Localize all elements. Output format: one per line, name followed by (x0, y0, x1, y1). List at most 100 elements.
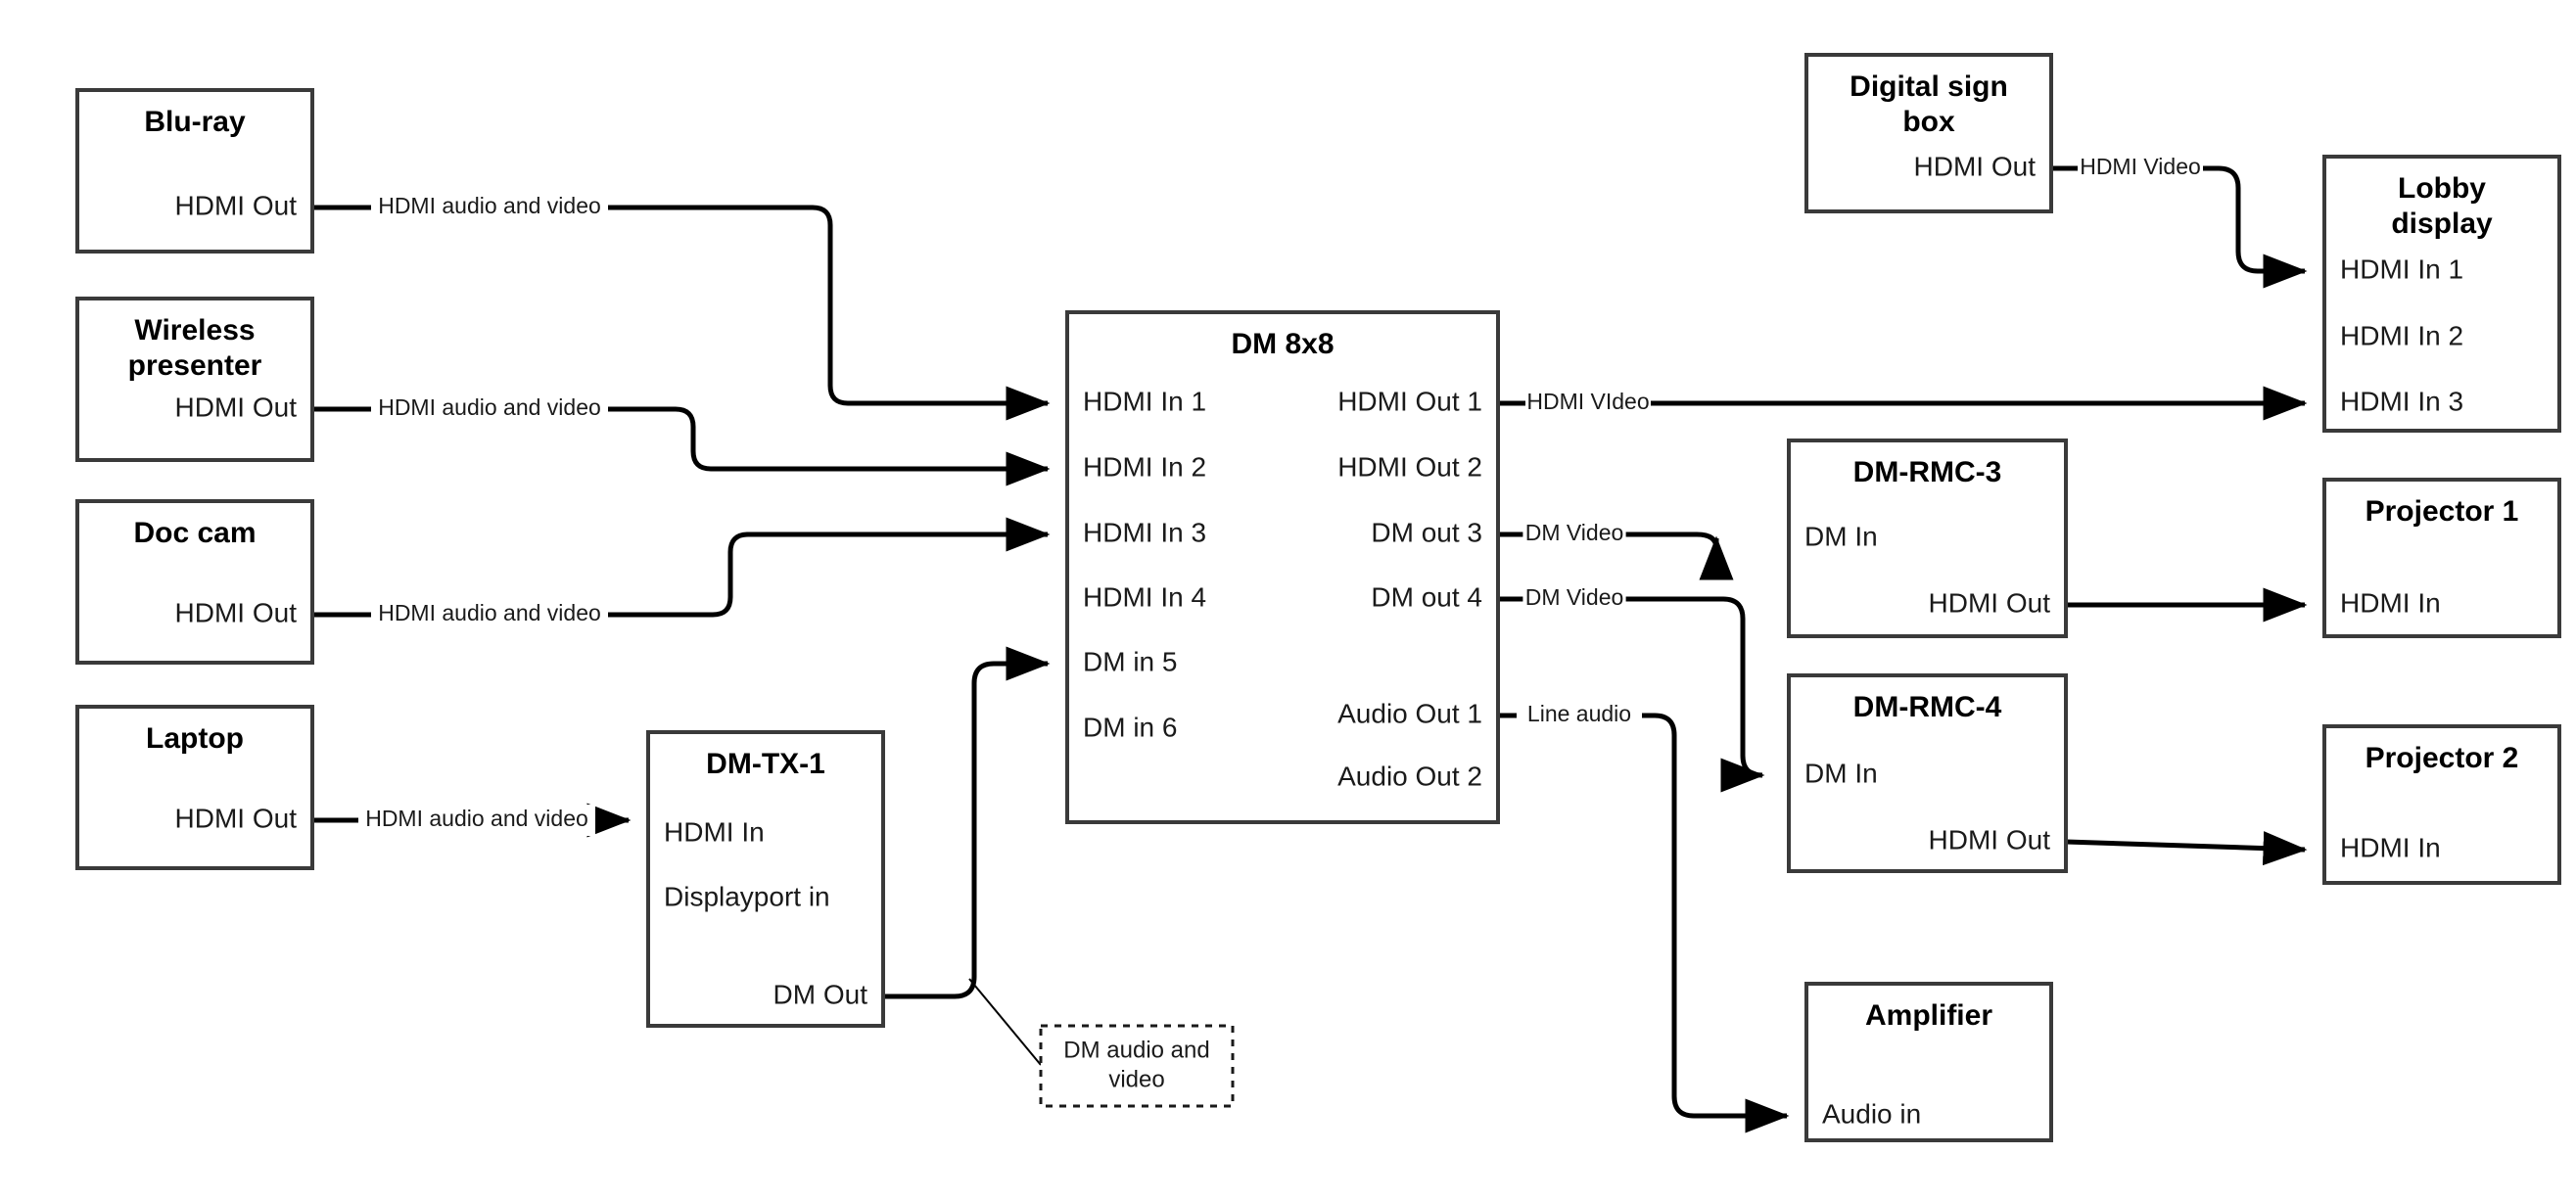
link-label-backdrop (1517, 700, 1642, 731)
node-box (646, 730, 885, 1028)
link-path (2065, 831, 2308, 866)
link-dm8x8-dmout3-to-rmc3: DM Video (1498, 519, 1734, 580)
node-title: Doc cam (133, 517, 256, 549)
port-label-hdmi-out: HDMI Out (175, 597, 298, 627)
node-title: DM-RMC-4 (1853, 691, 2002, 723)
link-path (2051, 165, 2308, 289)
port-label-hdmi-in: HDMI In (664, 816, 765, 847)
node-title: DM-RMC-3 (1853, 456, 2002, 488)
link-laptop-to-dmtx1: HDMI audio and video (312, 803, 632, 838)
link-path (883, 646, 1051, 999)
port-label-audio-out-2: Audio Out 2 (1337, 761, 1482, 791)
port-label-hdmi-in: HDMI In (2340, 832, 2441, 862)
link-doccam-to-dm8x8: HDMI audio and video (312, 517, 1051, 630)
port-label-hdmi-in-2: HDMI In 2 (2340, 320, 2463, 350)
port-label-dm-in: DM In (1804, 521, 1878, 551)
link-label-hdmi-video: HDMI VIdeo (1526, 389, 1649, 414)
port-label-hdmi-out: HDMI Out (175, 803, 298, 833)
port-label-hdmi-out: HDMI Out (1929, 587, 2051, 618)
link-label-hdmi-audio-and-video: HDMI audio and video (365, 806, 588, 831)
node-title: Lobby (2398, 172, 2486, 205)
node-dm-rmc-3[interactable]: DM-RMC-3 DM In HDMI Out (1787, 439, 2068, 638)
node-box (1804, 53, 2053, 213)
node-projector-1[interactable]: Projector 1 HDMI In (2322, 478, 2561, 638)
link-label-backdrop (2078, 153, 2203, 184)
link-wireless-to-dm8x8: HDMI audio and video (312, 393, 1051, 486)
node-title: DM-TX-1 (706, 748, 825, 780)
node-title: Projector 1 (2365, 495, 2519, 528)
link-label-hdmi-audio-and-video: HDMI audio and video (378, 193, 601, 218)
node-title: presenter (128, 349, 262, 382)
node-box (2322, 155, 2561, 433)
port-label-hdmi-out: HDMI Out (1914, 151, 2037, 181)
link-path (312, 205, 1051, 421)
port-label-hdmi-in-3: HDMI In 3 (2340, 386, 2463, 416)
node-projector-2[interactable]: Projector 2 HDMI In (2322, 724, 2561, 885)
node-box (75, 705, 314, 870)
port-label-dm-in: DM In (1804, 758, 1878, 788)
link-label-backdrop (371, 599, 608, 630)
node-box (1787, 673, 2068, 873)
link-label-dm-video: DM Video (1525, 520, 1624, 545)
node-dm-rmc-4[interactable]: DM-RMC-4 DM In HDMI Out (1787, 673, 2068, 873)
port-label-dm-out-3: DM out 3 (1371, 517, 1482, 547)
link-path (312, 517, 1051, 618)
link-label-backdrop (1525, 388, 1651, 419)
port-label-dm-in-6: DM in 6 (1083, 712, 1177, 742)
port-label-hdmi-in-1: HDMI In 1 (2340, 254, 2463, 284)
node-title: Amplifier (1865, 999, 1992, 1032)
link-bluray-to-dm8x8: HDMI audio and video (312, 192, 1051, 421)
node-title: box (1902, 106, 1955, 138)
node-box (2322, 724, 2561, 885)
port-label-hdmi-in-4: HDMI In 4 (1083, 581, 1206, 612)
port-label-audio-in: Audio in (1822, 1098, 1921, 1129)
link-rmc4-to-projector2 (2065, 831, 2308, 866)
port-label-dm-in-5: DM in 5 (1083, 646, 1177, 676)
node-box (1065, 310, 1500, 824)
node-title: Projector 2 (2365, 742, 2519, 774)
port-label-hdmi-in: HDMI In (2340, 587, 2441, 618)
link-label-hdmi-video: HDMI Video (2080, 154, 2201, 179)
port-label-hdmi-out: HDMI Out (175, 392, 298, 422)
port-label-hdmi-in-3: HDMI In 3 (1083, 517, 1206, 547)
link-path (1498, 596, 1765, 793)
node-title: Wireless (134, 314, 255, 346)
node-title: Blu-ray (144, 106, 246, 138)
node-title: Laptop (146, 722, 244, 755)
node-box (1787, 439, 2068, 638)
node-box (2322, 478, 2561, 638)
link-dm8x8-hdmiout1-to-lobby: HDMI VIdeo (1498, 386, 2308, 421)
link-label-hdmi-audio-and-video: HDMI audio and video (378, 600, 601, 625)
link-label-backdrop (371, 393, 608, 425)
callout-leader-line (968, 978, 1042, 1066)
node-box (1804, 982, 2053, 1142)
link-label-line-audio: Line audio (1527, 701, 1631, 726)
port-label-hdmi-out-2: HDMI Out 2 (1337, 451, 1482, 482)
callout-text: video (1108, 1066, 1164, 1092)
port-label-hdmi-in-2: HDMI In 2 (1083, 451, 1206, 482)
port-label-hdmi-out: HDMI Out (175, 190, 298, 220)
node-box (75, 297, 314, 462)
port-label-hdmi-out: HDMI Out (1929, 824, 2051, 855)
node-title: Digital sign (1850, 70, 2008, 103)
link-path (1498, 531, 1734, 580)
port-label-dm-out-4: DM out 4 (1371, 581, 1482, 612)
node-title: DM 8x8 (1231, 328, 1334, 360)
node-box (75, 88, 314, 254)
link-dm8x8-audioout1-to-amplifier: Line audio (1498, 700, 1790, 1133)
